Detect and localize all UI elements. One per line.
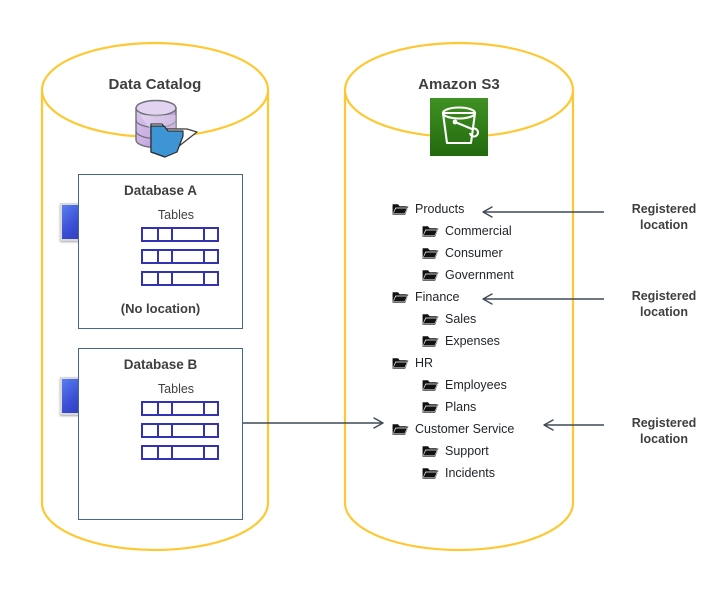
database-a-box[interactable]: Database A Tables (No location): [78, 174, 243, 329]
folder-label: Support: [445, 444, 489, 458]
folder-label: Government: [445, 268, 514, 282]
database-a-title: Database A: [123, 183, 198, 198]
database-b-title: Database B: [123, 357, 198, 372]
folder-icon: [392, 421, 409, 435]
folder-icon: [392, 201, 409, 215]
database-a-tables: [141, 227, 219, 293]
folder-icon: [422, 333, 439, 347]
arrow-database-b-to-customer-service: [243, 417, 384, 429]
folder-label: Customer Service: [415, 422, 515, 436]
folder-icon: [392, 355, 409, 369]
folder-item-commercial[interactable]: Commercial: [392, 220, 572, 242]
folder-label: Finance: [415, 290, 460, 304]
table-row[interactable]: [141, 249, 219, 264]
folder-icon: [422, 311, 439, 325]
folder-icon: [392, 289, 409, 303]
folder-item-plans[interactable]: Plans: [392, 396, 572, 418]
registered-location-label-2: Registered location: [631, 289, 697, 319]
table-row[interactable]: [141, 401, 219, 416]
table-row[interactable]: [141, 423, 219, 438]
folder-item-finance[interactable]: Finance: [392, 286, 572, 308]
folder-icon: [422, 443, 439, 457]
folder-label: Sales: [445, 312, 477, 326]
folder-label: Commercial: [445, 224, 512, 238]
database-a-location-note: (No location): [120, 301, 201, 316]
folder-label: Products: [415, 202, 465, 216]
folder-item-customer-service[interactable]: Customer Service: [392, 418, 572, 440]
folder-icon: [422, 465, 439, 479]
registered-location-label-1: Registered location: [631, 202, 697, 232]
table-row[interactable]: [141, 271, 219, 286]
folder-label: HR: [415, 356, 434, 370]
database-b-tables: [141, 401, 219, 467]
folder-item-products[interactable]: Products: [392, 198, 572, 220]
folder-item-consumer[interactable]: Consumer: [392, 242, 572, 264]
s3-bucket-icon: [430, 98, 488, 156]
folder-icon: [422, 245, 439, 259]
folder-item-employees[interactable]: Employees: [392, 374, 572, 396]
table-row[interactable]: [141, 227, 219, 242]
folder-item-incidents[interactable]: Incidents: [392, 462, 572, 484]
table-row[interactable]: [141, 445, 219, 460]
amazon-s3-title: Amazon S3: [418, 76, 500, 93]
database-b-box[interactable]: Database B Tables: [78, 348, 243, 520]
folder-label: Incidents: [445, 466, 496, 480]
folder-label: Consumer: [445, 246, 503, 260]
folder-icon: [422, 223, 439, 237]
folder-item-expenses[interactable]: Expenses: [392, 330, 572, 352]
folder-label: Employees: [445, 378, 507, 392]
folder-icon: [422, 267, 439, 281]
data-catalog-title: Data Catalog: [108, 76, 202, 93]
folder-item-support[interactable]: Support: [392, 440, 572, 462]
folder-item-government[interactable]: Government: [392, 264, 572, 286]
registered-location-label-3: Registered location: [631, 416, 697, 446]
folder-item-sales[interactable]: Sales: [392, 308, 572, 330]
folder-icon: [422, 399, 439, 413]
folder-icon: [422, 377, 439, 391]
folder-label: Expenses: [445, 334, 500, 348]
folder-item-hr[interactable]: HR: [392, 352, 572, 374]
database-b-tables-label: Tables: [157, 382, 195, 396]
folder-label: Plans: [445, 400, 477, 414]
data-catalog-icon: [135, 99, 198, 158]
database-a-tables-label: Tables: [157, 208, 195, 222]
